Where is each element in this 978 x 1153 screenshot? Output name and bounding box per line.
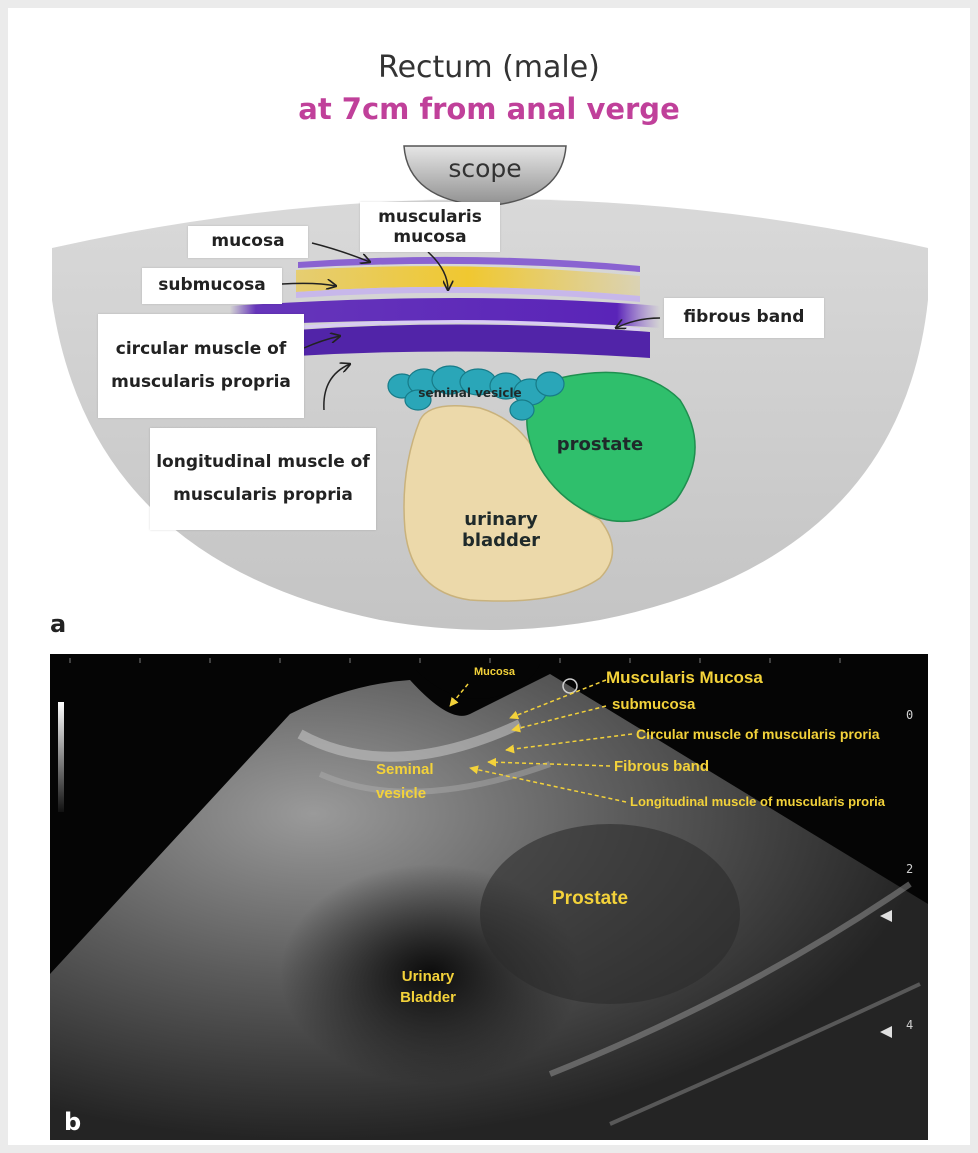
us-label-mucosa: Mucosa — [474, 666, 515, 678]
us-label-longitudinal-muscle: Longitudinal muscle of muscularis proria — [630, 794, 885, 809]
panel-a-title: Rectum (male) — [378, 50, 600, 85]
us-label-fibrous-band: Fibrous band — [614, 758, 709, 775]
fibrous-band-layer — [296, 319, 640, 331]
organ-seminal-vesicle: seminal vesicle — [418, 386, 522, 400]
us-label-seminal-vesicle: Seminal vesicle — [376, 761, 434, 802]
mucosa-layer — [298, 256, 640, 272]
arrow-circular-muscle — [303, 336, 340, 349]
organ-prostate: prostate — [556, 434, 644, 455]
us-label-muscularis-mucosa: Muscularis Mucosa — [606, 668, 763, 687]
scope-label: scope — [448, 153, 522, 183]
circular-muscle-layer — [230, 298, 660, 328]
seminal-vesicle-shape — [387, 365, 565, 421]
muscularis-mucosa-layer — [296, 286, 640, 302]
panel-a-subtitle: at 7cm from anal verge — [298, 92, 680, 126]
arrow-longitudinal-muscle — [323, 364, 350, 411]
us-arrow-longitudinal — [469, 765, 627, 803]
label-fibrous-band: fibrous band — [664, 298, 824, 338]
us-label-circular-muscle: Circular muscle of muscularis proria — [636, 726, 880, 742]
submucosa-layer — [296, 266, 640, 296]
scale-mark-0: 0 — [906, 708, 914, 722]
panel-b-ultrasound — [50, 654, 928, 1140]
us-arrow-mucosa — [449, 683, 469, 707]
panel-b-letter: b — [64, 1108, 82, 1136]
label-longitudinal-muscle: longitudinal muscle of muscularis propri… — [150, 428, 376, 530]
bladder-shape — [403, 405, 614, 602]
label-mucosa: mucosa — [188, 226, 308, 258]
arrow-muscularis-mucosa — [427, 251, 448, 290]
prostate-region — [480, 824, 740, 1004]
us-label-urinary-bladder: Urinary Bladder — [400, 968, 456, 1006]
organ-urinary-bladder: urinary bladder — [461, 509, 541, 551]
label-submucosa: submucosa — [142, 268, 282, 304]
rectal-wall-echo — [297, 719, 523, 762]
us-arrow-circular — [505, 733, 633, 754]
gray-scale-bar — [58, 702, 64, 812]
panel-a-letter: a — [50, 610, 67, 638]
label-muscularis-mucosa: muscularis mucosa — [360, 202, 500, 252]
scale-mark-2: 2 — [906, 862, 914, 876]
arrow-mucosa — [311, 242, 370, 262]
probe-footprint — [416, 664, 540, 699]
arrow-fibrous-band — [616, 317, 661, 328]
us-arrow-muscularis-mucosa — [509, 679, 607, 720]
label-circular-muscle: circular muscle of muscularis propria — [98, 314, 304, 418]
us-label-prostate: Prostate — [552, 888, 629, 909]
longitudinal-muscle-layer — [296, 324, 650, 358]
arrow-submucosa — [281, 283, 336, 286]
scale-mark-4: 4 — [906, 1018, 914, 1032]
us-arrow-submucosa — [511, 705, 607, 733]
us-arrow-fibrous — [487, 757, 611, 767]
us-label-submucosa: submucosa — [612, 696, 696, 713]
